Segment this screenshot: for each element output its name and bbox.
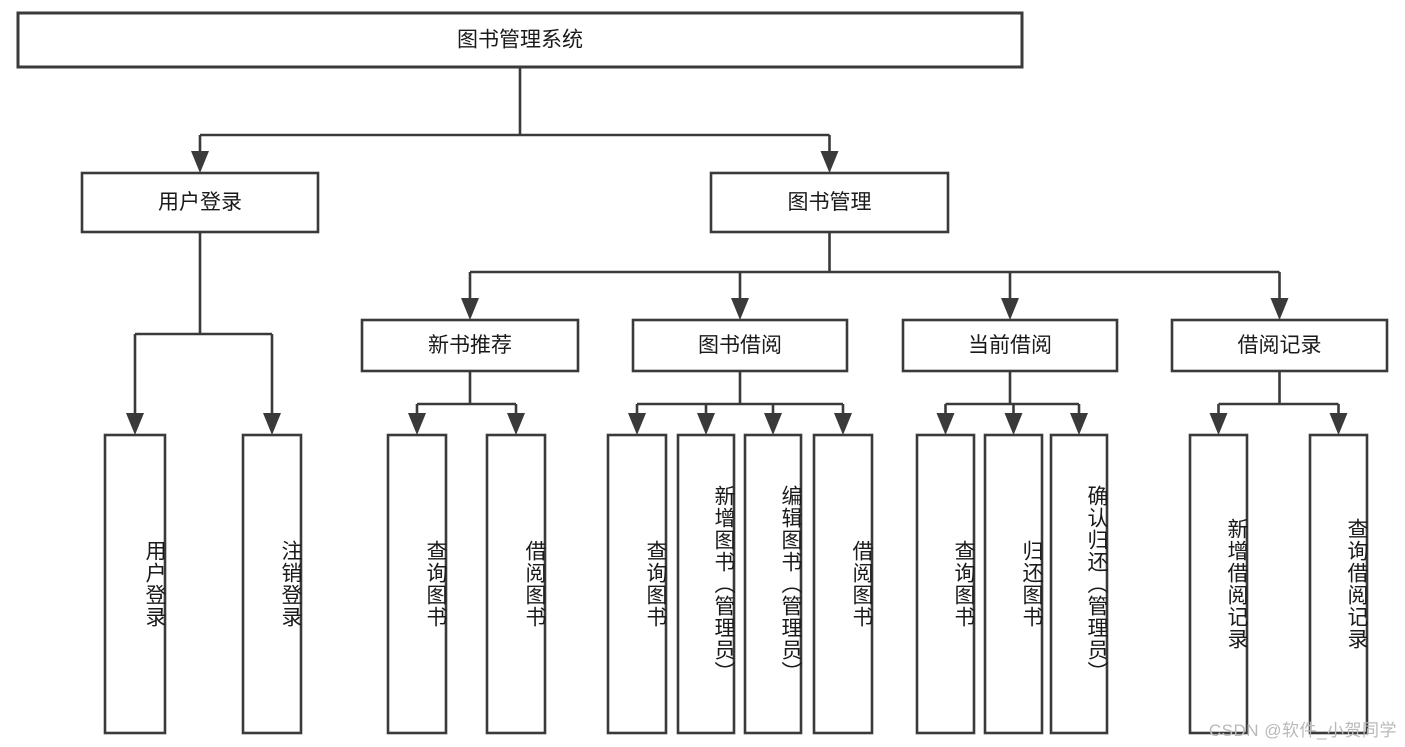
leaf-box[interactable]: [1049, 433, 1109, 735]
root-label: 图书管理系统: [457, 29, 583, 52]
arrow-head-icon: [936, 413, 955, 435]
root-box[interactable]: [16, 11, 1024, 69]
leaf-box[interactable]: [1308, 433, 1369, 735]
level2-label: 用户登录: [158, 191, 242, 214]
leaf-box[interactable]: [386, 433, 448, 735]
arrow-head-icon: [834, 413, 852, 435]
arrow-head-icon: [507, 413, 525, 435]
level3-box[interactable]: [360, 318, 580, 373]
level3-box[interactable]: [1170, 318, 1389, 373]
arrow-head-icon: [820, 151, 839, 173]
level3-box[interactable]: [901, 318, 1119, 373]
arrow-head-icon: [764, 413, 782, 435]
leaf-box[interactable]: [983, 433, 1044, 735]
level3-label: 借阅记录: [1238, 334, 1322, 357]
leaf-box[interactable]: [606, 433, 668, 735]
arrow-head-icon: [731, 298, 749, 320]
arrow-head-icon: [1270, 298, 1289, 320]
arrow-head-icon: [408, 413, 426, 435]
leaf-box[interactable]: [103, 433, 167, 735]
arrow-head-icon: [1070, 413, 1088, 435]
level3-label: 图书借阅: [698, 334, 782, 357]
level3-box[interactable]: [631, 318, 849, 373]
level3-label: 新书推荐: [428, 334, 512, 357]
leaf-box[interactable]: [915, 433, 976, 735]
arrow-head-icon: [461, 298, 479, 320]
arrow-head-icon: [697, 413, 715, 435]
watermark-text: CSDN @软件_小贺同学: [1208, 721, 1397, 740]
connector-lines-layer: [126, 67, 1348, 435]
leaf-box[interactable]: [743, 433, 803, 735]
arrow-head-icon: [126, 413, 144, 435]
arrow-head-icon: [628, 413, 646, 435]
leaf-box[interactable]: [1188, 433, 1249, 735]
level2-label: 图书管理: [788, 191, 872, 214]
level3-label: 当前借阅: [968, 334, 1052, 357]
leaf-box[interactable]: [812, 433, 874, 735]
node-boxes-layer: [16, 11, 1389, 735]
leaf-box[interactable]: [241, 433, 303, 735]
arrow-head-icon: [263, 413, 281, 435]
arrow-head-icon: [191, 151, 209, 173]
arrow-head-icon: [1329, 413, 1348, 435]
level2-box[interactable]: [709, 171, 950, 234]
level2-box[interactable]: [80, 171, 320, 234]
arrow-head-icon: [1209, 413, 1228, 435]
arrow-head-icon: [1004, 413, 1023, 435]
leaf-box[interactable]: [676, 433, 736, 735]
arrow-head-icon: [1001, 298, 1019, 320]
leaf-box[interactable]: [485, 433, 547, 735]
